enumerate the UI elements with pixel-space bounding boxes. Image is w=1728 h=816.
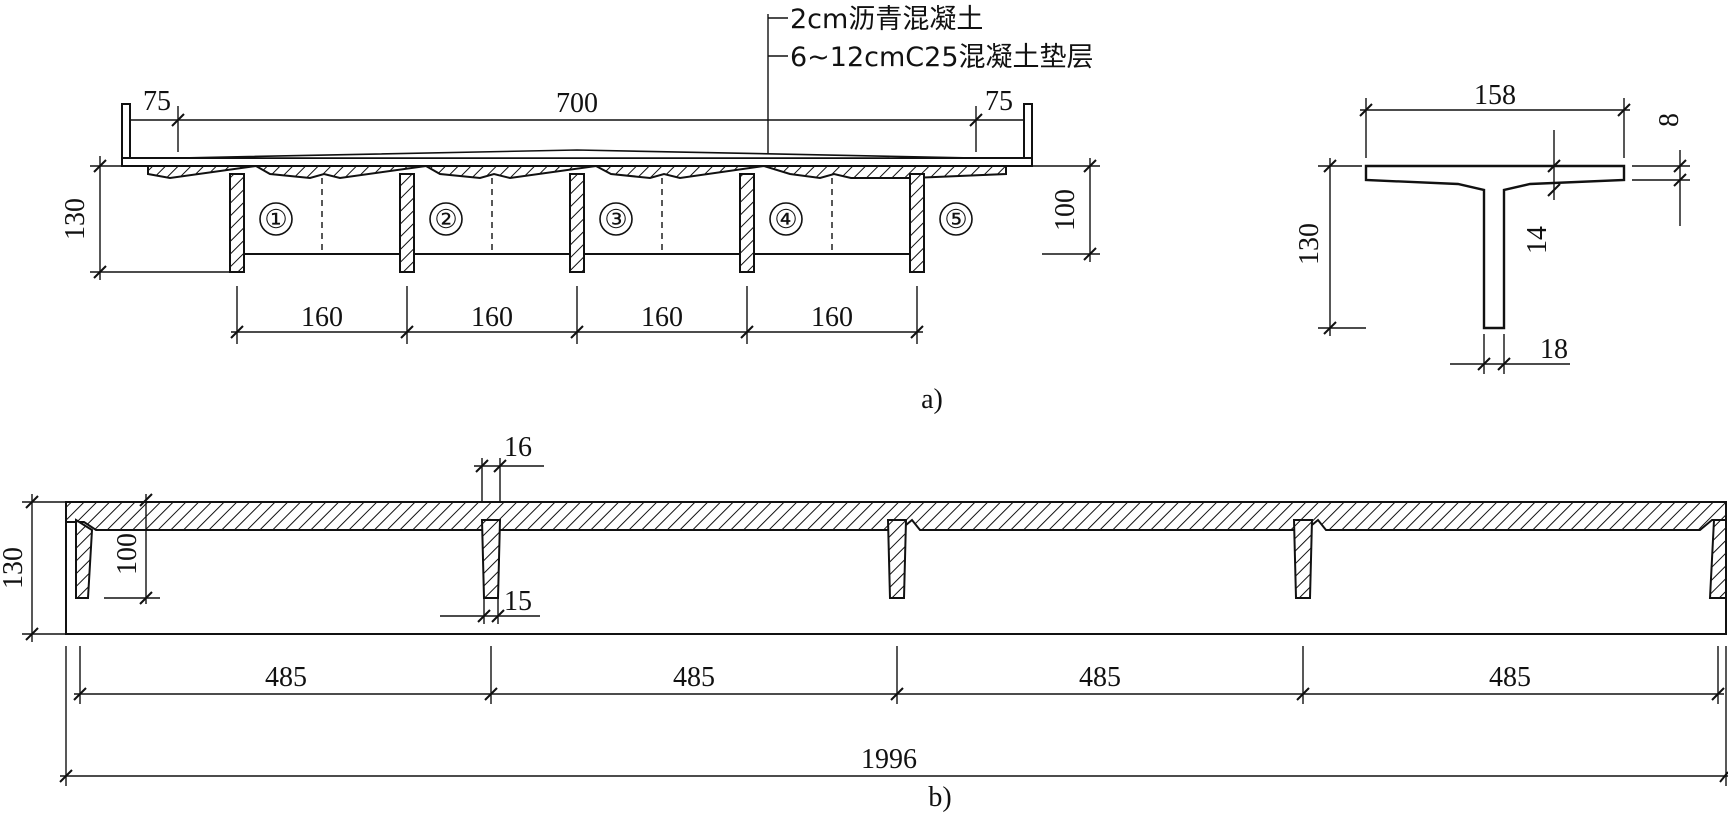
left-height-dimension: 130 [60, 156, 230, 280]
figure-a-cross-section: 2cm沥青混凝土 6~12cmC25混凝土垫层 75 700 75 [60, 4, 1100, 415]
pavement-callout: 2cm沥青混凝土 6~12cmC25混凝土垫层 [767, 4, 1094, 160]
caption-a: a) [921, 384, 943, 415]
dim-web-top: 16 [504, 432, 532, 463]
dim-bay-2: 485 [673, 662, 715, 693]
girder-1-label: ① [264, 205, 287, 234]
layer-asphalt-label: 2cm沥青混凝土 [790, 4, 983, 35]
dim-bay-3: 485 [1079, 662, 1121, 693]
girder-5-label: ⑤ [944, 205, 967, 234]
dim-t-flange: 8 [1654, 113, 1685, 127]
dim-t-web: 18 [1540, 334, 1568, 365]
figure-b-longitudinal-section: 16 15 100 130 485 485 485 [0, 432, 1728, 813]
layer-concrete-label: 6~12cmC25混凝土垫层 [790, 42, 1094, 73]
dim-kerb-right: 75 [985, 86, 1013, 117]
dim-depth-left: 130 [60, 198, 91, 240]
dim-bay-4: 485 [1489, 662, 1531, 693]
caption-b: b) [928, 782, 951, 813]
girder-2-label: ② [434, 205, 457, 234]
dim-total-height: 130 [0, 547, 29, 589]
dim-spacing-2: 160 [471, 302, 513, 333]
dim-spacing-4: 160 [811, 302, 853, 333]
dim-carriageway: 700 [556, 88, 598, 119]
t-beam-section: 158 8 130 14 18 [1294, 80, 1690, 374]
dim-t-width: 158 [1474, 80, 1516, 111]
deck-slab [121, 149, 1033, 273]
dim-web-bottom: 15 [504, 586, 532, 617]
top-width-dimension: 75 700 75 [122, 86, 1032, 152]
dim-total-length: 1996 [861, 744, 917, 775]
dim-kerb-left: 75 [143, 86, 171, 117]
girder-spacing-dimension: 160 160 160 160 [230, 286, 924, 344]
dim-bay-1: 485 [265, 662, 307, 693]
dim-inner-height: 100 [112, 533, 143, 575]
dim-depth-right: 100 [1050, 189, 1081, 231]
dim-spacing-3: 160 [641, 302, 683, 333]
dim-t-height: 130 [1294, 223, 1325, 265]
right-height-dimension: 100 [1010, 158, 1100, 262]
dim-spacing-1: 160 [301, 302, 343, 333]
dim-t-haunch: 14 [1522, 226, 1553, 254]
girder-numbers: ① ② ③ ④ ⑤ [259, 202, 973, 236]
girder-4-label: ④ [774, 205, 797, 234]
girder-3-label: ③ [604, 205, 627, 234]
